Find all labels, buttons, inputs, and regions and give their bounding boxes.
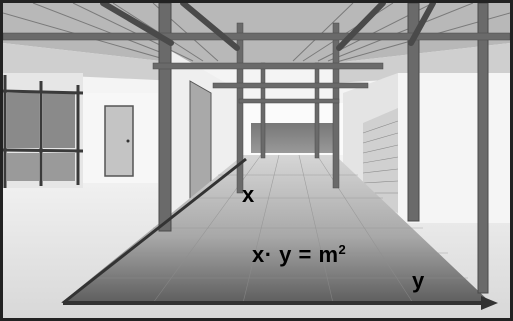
area-formula: x· y = m2 bbox=[252, 243, 346, 266]
diagonal-braces bbox=[100, 3, 436, 51]
y-arrow-head-icon bbox=[481, 296, 498, 310]
floor-tiles bbox=[93, 154, 468, 304]
frame-beams bbox=[3, 3, 510, 294]
measure-arrows bbox=[62, 157, 498, 310]
back-room bbox=[83, 93, 158, 183]
formula-exponent: 2 bbox=[338, 242, 347, 257]
far-view bbox=[243, 103, 343, 155]
label-x: x bbox=[242, 182, 255, 207]
door bbox=[104, 105, 134, 177]
x-axis-line bbox=[62, 157, 247, 305]
label-y: y bbox=[412, 268, 425, 293]
corridor-scene bbox=[3, 3, 510, 318]
corridor-floor bbox=[61, 155, 491, 303]
left-window-wall bbox=[3, 73, 84, 188]
formula-base: x· y = m bbox=[252, 242, 339, 267]
